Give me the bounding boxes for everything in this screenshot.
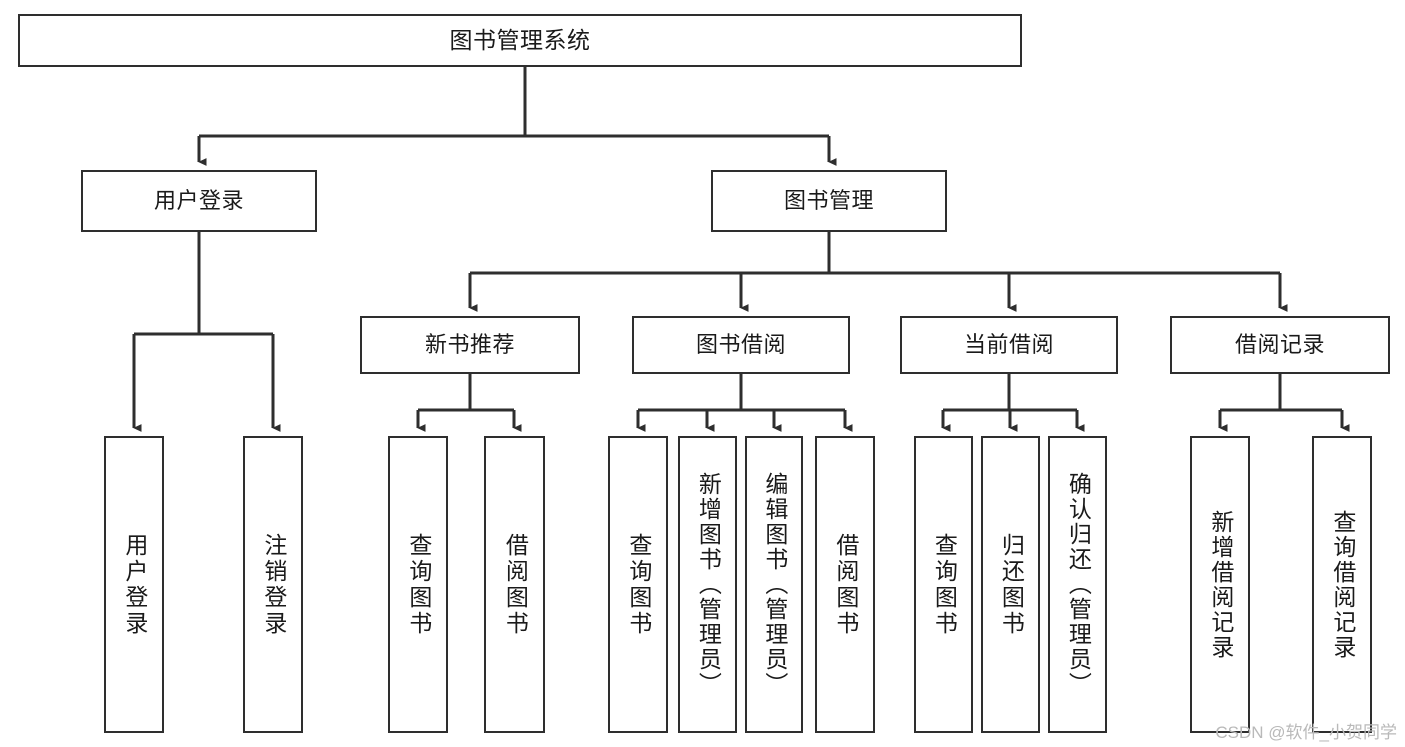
leaf-return-book-label: 归还图书 [998,532,1025,637]
leaf-user-login[interactable]: 用户登录 [104,436,164,733]
leaf-query-book-rec[interactable]: 查询图书 [388,436,448,733]
node-book-manage-label: 图书管理 [783,188,874,214]
leaf-borrow-book-rec-label: 借阅图书 [502,532,529,637]
leaf-query-book-current[interactable]: 查询图书 [914,436,973,733]
leaf-edit-book-admin[interactable]: 编辑图书（管理员） [745,436,803,733]
leaf-borrow-book[interactable]: 借阅图书 [815,436,875,733]
leaf-add-borrow-record-label: 新增借阅记录 [1207,509,1234,660]
leaf-user-logout-label: 注销登录 [260,532,287,637]
leaf-query-borrow-record-label: 查询借阅记录 [1329,509,1356,660]
leaf-query-borrow-record[interactable]: 查询借阅记录 [1312,436,1372,733]
leaf-add-borrow-record[interactable]: 新增借阅记录 [1190,436,1250,733]
leaf-query-book-rec-label: 查询图书 [405,532,432,637]
leaf-user-logout[interactable]: 注销登录 [243,436,303,733]
node-new-book-rec[interactable]: 新书推荐 [360,316,580,374]
leaf-edit-book-admin-label: 编辑图书（管理员） [761,472,788,697]
leaf-confirm-return-admin-label: 确认归还（管理员） [1065,472,1092,697]
node-borrow-record[interactable]: 借阅记录 [1170,316,1390,374]
leaf-borrow-book-label: 借阅图书 [832,532,859,637]
leaf-confirm-return-admin[interactable]: 确认归还（管理员） [1048,436,1107,733]
leaf-query-book-borrow-label: 查询图书 [625,532,652,637]
node-book-borrow[interactable]: 图书借阅 [632,316,850,374]
node-book-borrow-label: 图书借阅 [695,332,786,358]
node-user-login-label: 用户登录 [153,188,244,214]
node-current-borrow-label: 当前借阅 [963,332,1054,358]
leaf-query-book-borrow[interactable]: 查询图书 [608,436,668,733]
leaf-borrow-book-rec[interactable]: 借阅图书 [484,436,545,733]
leaf-user-login-label: 用户登录 [121,532,148,637]
leaf-query-book-current-label: 查询图书 [931,532,958,637]
node-user-login[interactable]: 用户登录 [81,170,317,232]
node-borrow-record-label: 借阅记录 [1234,332,1325,358]
csdn-watermark: CSDN @软件_小贺同学 [1215,723,1397,742]
leaf-add-book-admin[interactable]: 新增图书（管理员） [678,436,737,733]
node-root[interactable]: 图书管理系统 [18,14,1022,67]
leaf-add-book-admin-label: 新增图书（管理员） [695,472,722,697]
node-root-label: 图书管理系统 [449,27,591,54]
leaf-return-book[interactable]: 归还图书 [981,436,1040,733]
node-book-manage[interactable]: 图书管理 [711,170,947,232]
node-current-borrow[interactable]: 当前借阅 [900,316,1118,374]
node-new-book-rec-label: 新书推荐 [424,332,515,358]
